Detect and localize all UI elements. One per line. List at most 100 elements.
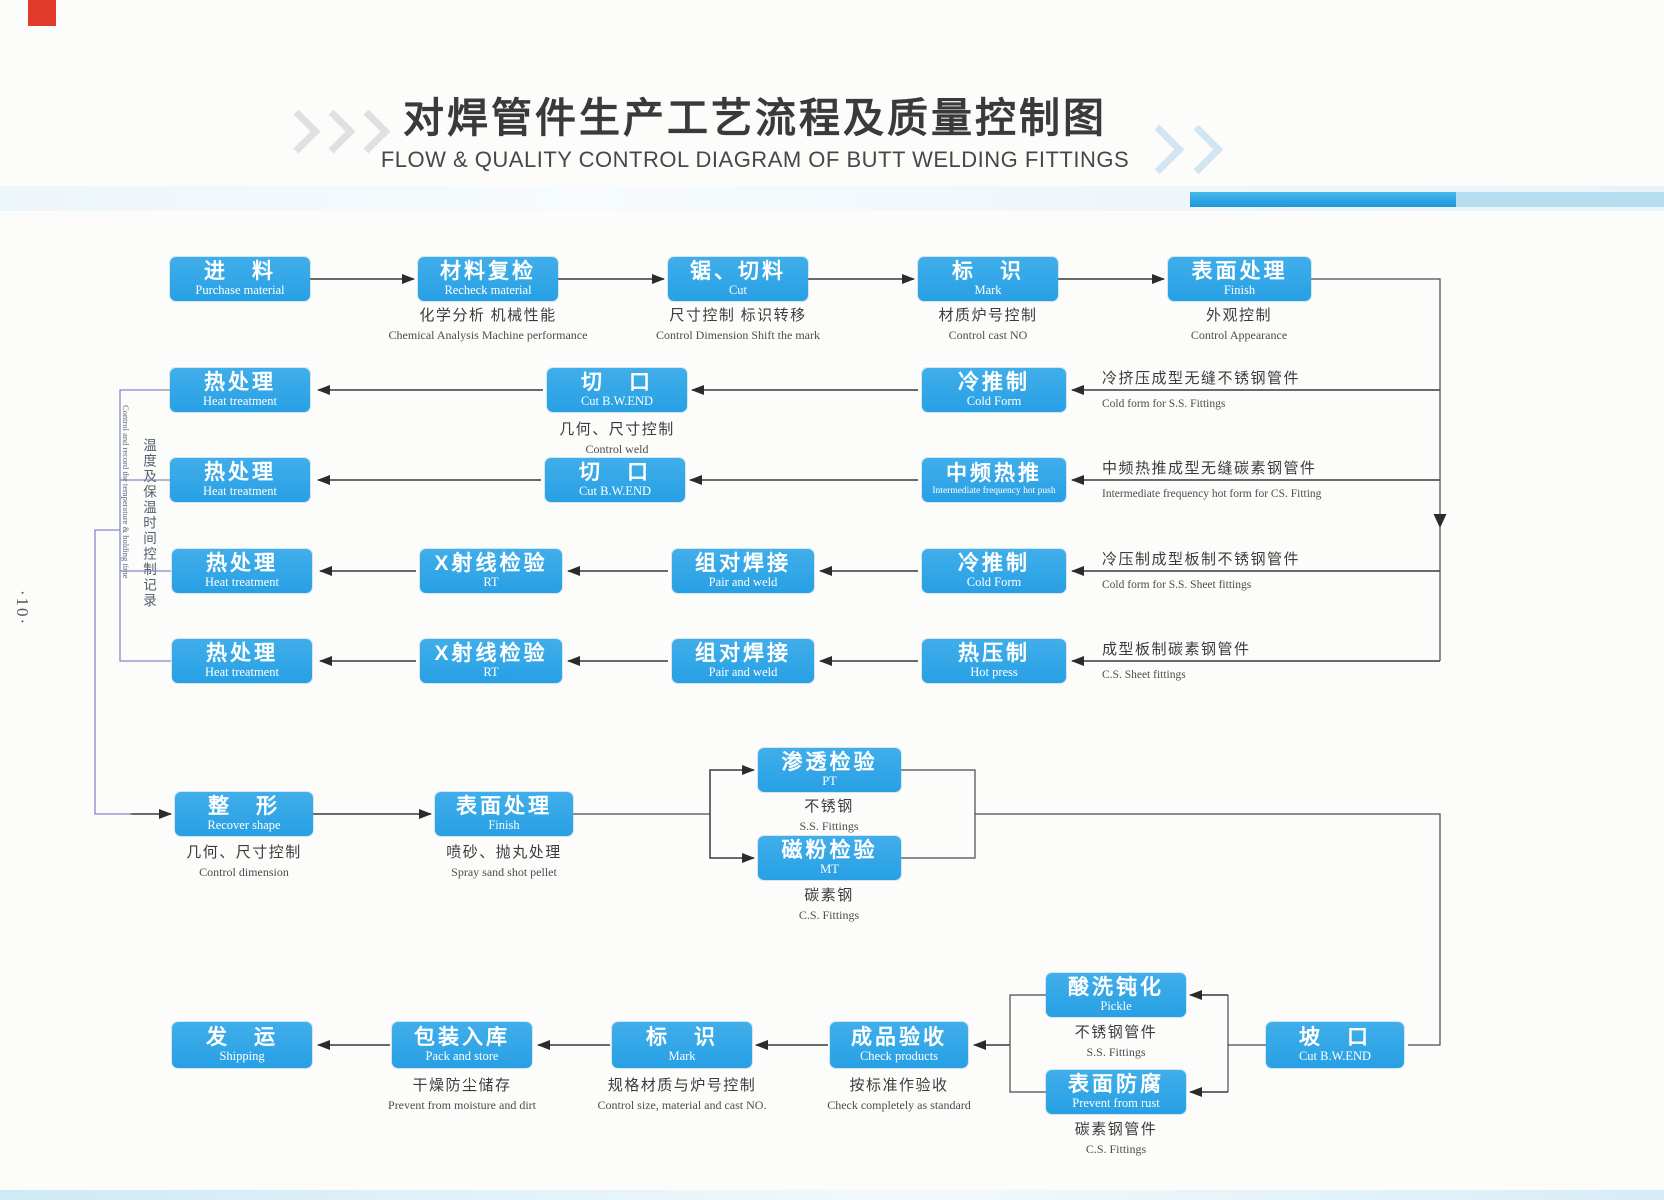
node-xray-test-1: X射线检验 RT — [420, 549, 562, 593]
node-hot-press: 热压制 Hot press — [922, 639, 1066, 683]
node-title-zh: 切 口 — [579, 460, 651, 484]
node-title-en: Heat treatment — [205, 574, 279, 589]
note-zh: 碳素钢管件 — [1074, 1122, 1158, 1138]
side-note-cold-form-2: 冷压制成型板制不锈钢管件 Cold form for S.S. Sheet fi… — [1102, 548, 1462, 591]
page-number: ·10· — [13, 589, 32, 627]
title-block: 对焊管件生产工艺流程及质量控制图 FLOW & QUALITY CONTROL … — [300, 95, 1210, 173]
node-title-zh: 成品验收 — [851, 1025, 947, 1049]
note-zh: 规格材质与炉号控制 — [607, 1078, 757, 1094]
note-en: Cold form for S.S. Fittings — [1102, 398, 1226, 410]
note-en: Intermediate frequency hot form for CS. … — [1102, 488, 1322, 500]
node-intermediate-frequency-hot-push: 中频热推 Intermediate frequency hot push — [922, 458, 1066, 502]
note-zh: 按标准作验收 — [849, 1078, 949, 1094]
node-title-zh: 锯、切料 — [690, 259, 786, 283]
node-heat-treatment-3: 热处理 Heat treatment — [172, 549, 312, 593]
side-note-hot-push: 中频热推成型无缝碳素钢管件 Intermediate frequency hot… — [1102, 457, 1462, 500]
node-title-zh: 组对焊接 — [695, 641, 791, 665]
note-en: Control size, material and cast NO. — [597, 1098, 767, 1112]
node-cold-form-2: 冷推制 Cold Form — [922, 549, 1066, 593]
note-en: S.S. Fittings — [799, 819, 859, 833]
note-zh: 材质炉号控制 — [938, 308, 1038, 324]
header-blue-bar-light — [1456, 192, 1664, 207]
node-title-en: Recheck material — [444, 282, 532, 297]
node-heat-treatment-2: 热处理 Heat treatment — [170, 458, 310, 502]
node-recover-shape: 整 形 Recover shape — [175, 792, 313, 836]
node-title-zh: 表面处理 — [1191, 259, 1288, 283]
node-heat-treatment-4: 热处理 Heat treatment — [172, 639, 312, 683]
footer-gradient-band — [0, 1190, 1664, 1200]
node-title-zh: 材料复检 — [440, 259, 536, 283]
node-title-en: Pickle — [1100, 998, 1132, 1013]
note-en: C.S. Sheet fittings — [1102, 669, 1186, 681]
node-magnetic-test: 磁粉检验 MT — [758, 836, 901, 880]
node-title-en: Cold Form — [966, 393, 1022, 408]
node-recheck-material: 材料复检 Recheck material — [418, 257, 558, 301]
node-xray-test-2: X射线检验 RT — [420, 639, 562, 683]
node-title-en: PT — [822, 773, 837, 788]
note-recover-shape: 几何、尺寸控制 Control dimension — [104, 841, 384, 880]
node-title-en: Heat treatment — [203, 393, 277, 408]
side-note-cold-form-1: 冷挤压成型无缝不锈钢管件 Cold form for S.S. Fittings — [1102, 367, 1462, 410]
note-check-products: 按标准作验收 Check completely as standard — [759, 1074, 1039, 1113]
node-title-en: Mark — [974, 282, 1002, 297]
note-en: Control Appearance — [1190, 328, 1288, 342]
node-title-zh: 冷推制 — [958, 551, 1030, 575]
node-title-en: Cold Form — [966, 574, 1022, 589]
node-penetrant-test: 渗透检验 PT — [758, 748, 901, 792]
node-title-zh: 切 口 — [581, 370, 653, 394]
node-title-en: Pair and weld — [708, 664, 778, 679]
note-en: Control weld — [585, 442, 649, 456]
node-title-en: Check products — [859, 1048, 939, 1063]
node-title-en: Heat treatment — [205, 664, 279, 679]
node-title-zh: 发 运 — [206, 1025, 278, 1049]
node-title-en: Purchase material — [195, 282, 285, 297]
side-label-en: Control and record the temperature & hol… — [121, 405, 131, 579]
note-en: Check completely as standard — [827, 1098, 971, 1112]
note-zh: 干燥防尘储存 — [412, 1078, 512, 1094]
note-en: Prevent from moisture and dirt — [388, 1098, 536, 1112]
note-surface-finish-2: 喷砂、抛丸处理 Spray sand shot pellet — [364, 841, 644, 880]
page-title: 对焊管件生产工艺流程及质量控制图 — [403, 95, 1107, 141]
node-title-en: MT — [820, 861, 839, 876]
note-en: Control cast NO — [948, 328, 1028, 342]
note-pickle: 不锈钢管件 S.S. Fittings — [976, 1021, 1256, 1060]
node-pack-and-store: 包装入库 Pack and store — [392, 1022, 532, 1068]
note-zh: 不锈钢管件 — [1074, 1025, 1158, 1041]
node-title-en: Recover shape — [207, 817, 281, 832]
node-pair-and-weld-1: 组对焊接 Pair and weld — [672, 549, 814, 593]
node-title-zh: 整 形 — [208, 794, 280, 818]
node-title-zh: 热压制 — [958, 641, 1030, 665]
note-zh: 中频热推成型无缝碳素钢管件 — [1102, 461, 1317, 477]
node-title-zh: 表面处理 — [456, 794, 552, 818]
node-surface-finish-1: 表面处理 Finish — [1168, 257, 1311, 301]
node-title-en: Finish — [488, 817, 520, 832]
node-title-zh: 坡 口 — [1299, 1025, 1371, 1049]
note-prevent-from-rust: 碳素钢管件 C.S. Fittings — [976, 1118, 1256, 1157]
note-en: Cold form for S.S. Sheet fittings — [1102, 579, 1252, 591]
note-en: Chemical Analysis Machine performance — [388, 328, 588, 342]
node-heat-treatment-1: 热处理 Heat treatment — [170, 368, 310, 412]
node-title-en: Pair and weld — [708, 574, 778, 589]
node-title-zh: X射线检验 — [434, 641, 548, 665]
node-title-en: Pack and store — [425, 1048, 499, 1063]
mid-line-down-arrow — [1433, 514, 1447, 528]
note-saw-cut: 尺寸控制 标识转移 Control Dimension Shift the ma… — [598, 304, 878, 343]
node-title-en: Shipping — [219, 1048, 265, 1063]
note-en: Control Dimension Shift the mark — [656, 328, 820, 342]
note-en: C.S. Fittings — [798, 908, 860, 922]
note-zh: 尺寸控制 标识转移 — [669, 308, 807, 324]
side-note-hot-press: 成型板制碳素钢管件 C.S. Sheet fittings — [1102, 638, 1462, 681]
note-zh: 外观控制 — [1205, 308, 1272, 324]
node-title-en: Finish — [1223, 282, 1256, 297]
heat-treatment-bracket — [94, 389, 171, 815]
node-title-zh: 磁粉检验 — [781, 838, 878, 862]
node-mark-2: 标 识 Mark — [612, 1022, 752, 1068]
node-bevel-cut-bw-end: 坡 口 Cut B.W.END — [1266, 1022, 1404, 1068]
node-title-zh: 热处理 — [204, 370, 276, 394]
node-title-zh: 标 识 — [952, 259, 1024, 283]
node-title-zh: 渗透检验 — [781, 750, 878, 774]
node-title-zh: 组对焊接 — [695, 551, 791, 575]
note-finish-1: 外观控制 Control Appearance — [1099, 304, 1379, 343]
node-title-zh: 进 料 — [204, 259, 276, 283]
